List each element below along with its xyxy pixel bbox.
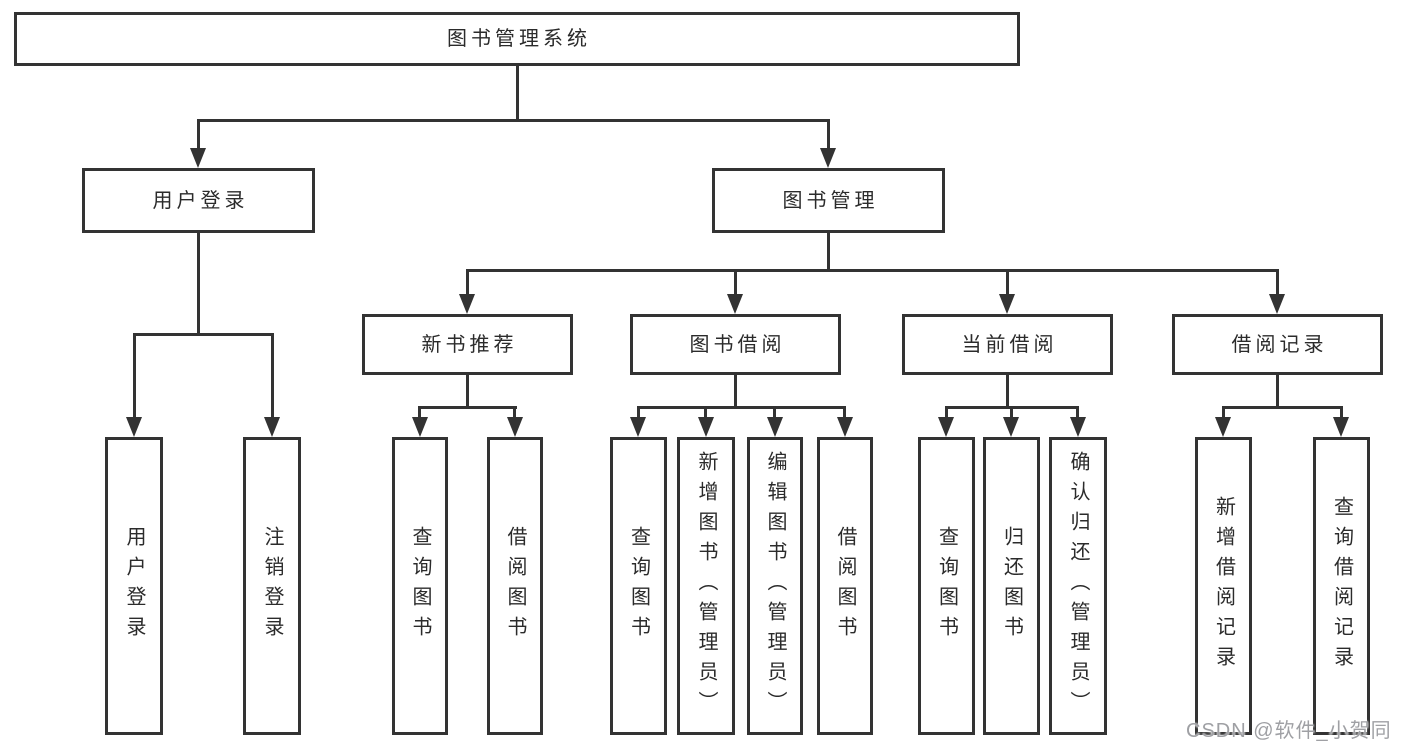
watermark: CSDN @软件_小贺同学 <box>1186 720 1392 742</box>
arrow-down-icon <box>264 417 280 437</box>
leaf-add-borrow-record: 新增借阅记录 <box>1195 437 1252 735</box>
node-user-login: 用户登录 <box>82 168 315 233</box>
arrow-down-icon <box>837 417 853 437</box>
arrow-down-icon <box>938 417 954 437</box>
leaf-borrow-books-2: 借阅图书 <box>817 437 873 735</box>
connector-line <box>1006 375 1009 409</box>
arrow-down-icon <box>1003 417 1019 437</box>
node-book-borrowing: 图书借阅 <box>630 314 841 375</box>
connector-line <box>466 269 1279 272</box>
node-new-book-recommendation: 新书推荐 <box>362 314 573 375</box>
connector-line <box>827 233 830 272</box>
leaf-borrow-books-1: 借阅图书 <box>487 437 543 735</box>
arrow-down-icon <box>820 148 836 168</box>
connector-line <box>197 233 200 336</box>
arrow-down-icon <box>126 417 142 437</box>
arrow-down-icon <box>507 417 523 437</box>
connector-line <box>271 334 274 418</box>
leaf-user-login: 用户登录 <box>105 437 163 735</box>
leaf-edit-books-admin: 编辑图书（管理员） <box>747 437 803 735</box>
leaf-query-books-1: 查询图书 <box>392 437 448 735</box>
connector-line <box>466 375 469 409</box>
connector-line <box>827 120 830 150</box>
connector-line <box>516 66 519 121</box>
arrow-down-icon <box>1215 417 1231 437</box>
connector-line <box>1010 407 1013 419</box>
connector-line <box>773 407 776 419</box>
arrow-down-icon <box>767 417 783 437</box>
arrow-down-icon <box>459 294 475 314</box>
leaf-confirm-return-admin: 确认归还（管理员） <box>1049 437 1107 735</box>
node-current-borrowing: 当前借阅 <box>902 314 1113 375</box>
leaf-query-borrow-record: 查询借阅记录 <box>1313 437 1370 735</box>
connector-line <box>1276 270 1279 296</box>
leaf-add-books-admin: 新增图书（管理员） <box>677 437 735 735</box>
connector-line <box>466 270 469 296</box>
connector-line <box>1006 270 1009 296</box>
arrow-down-icon <box>630 417 646 437</box>
connector-line <box>1076 407 1079 419</box>
connector-line <box>1222 406 1343 409</box>
arrow-down-icon <box>727 294 743 314</box>
connector-line <box>197 120 200 150</box>
connector-line <box>637 407 640 419</box>
arrow-down-icon <box>190 148 206 168</box>
leaf-logout: 注销登录 <box>243 437 301 735</box>
connector-line <box>197 119 830 122</box>
node-book-management: 图书管理 <box>712 168 945 233</box>
arrow-down-icon <box>999 294 1015 314</box>
connector-line <box>637 406 846 409</box>
arrow-down-icon <box>698 417 714 437</box>
node-borrowing-records: 借阅记录 <box>1172 314 1383 375</box>
connector-line <box>133 334 136 418</box>
arrow-down-icon <box>1269 294 1285 314</box>
leaf-return-books: 归还图书 <box>983 437 1040 735</box>
connector-line <box>1222 407 1225 419</box>
connector-line <box>734 270 737 296</box>
arrow-down-icon <box>1333 417 1349 437</box>
connector-line <box>1276 375 1279 409</box>
node-library-management-system: 图书管理系统 <box>14 12 1020 66</box>
leaf-query-books-3: 查询图书 <box>918 437 975 735</box>
connector-line <box>513 407 516 419</box>
connector-line <box>843 407 846 419</box>
connector-line <box>418 406 517 409</box>
arrow-down-icon <box>1070 417 1086 437</box>
connector-line <box>1340 407 1343 419</box>
connector-line <box>734 375 737 409</box>
connector-line <box>418 407 421 419</box>
connector-line <box>704 407 707 419</box>
leaf-query-books-2: 查询图书 <box>610 437 667 735</box>
connector-line <box>945 407 948 419</box>
connector-line <box>133 333 274 336</box>
arrow-down-icon <box>412 417 428 437</box>
